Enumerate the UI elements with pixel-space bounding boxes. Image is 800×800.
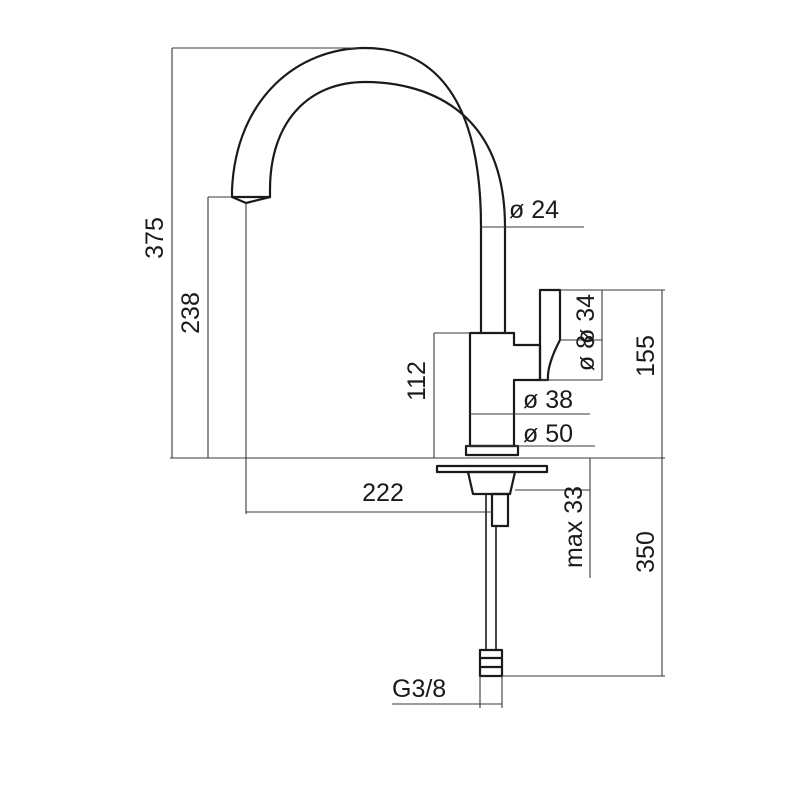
label-total-height: 375 <box>141 217 169 259</box>
label-body-height: 112 <box>403 361 431 401</box>
label-spout-diameter: ø 24 <box>509 196 559 224</box>
mounting-plate <box>435 464 549 474</box>
hose-connector <box>478 648 504 678</box>
base-flange <box>464 444 520 457</box>
label-base-diameter: ø 50 <box>523 420 573 448</box>
faucet-outline <box>230 46 562 678</box>
flexible-hose <box>485 494 497 650</box>
label-body-diameter: ø 38 <box>523 386 573 414</box>
label-handle-diameter: ø 34 <box>572 294 600 344</box>
spout-tube <box>230 46 507 335</box>
threaded-stud <box>490 492 510 528</box>
dimension-labels: 375 238 112 222 ø 24 ø 34 ø 8 ø 38 ø 50 … <box>141 196 660 703</box>
label-max-deck-thickness: max 33 <box>560 486 588 568</box>
fixing-nut <box>466 470 517 496</box>
label-hose-length: 350 <box>632 531 660 573</box>
label-handle-height: 155 <box>632 335 660 377</box>
label-connection-thread: G3/8 <box>392 675 446 703</box>
label-spout-reach: 222 <box>362 479 404 507</box>
dimension-lines <box>170 47 665 708</box>
lever-handle <box>538 288 562 382</box>
label-handle-gap: ø 8 <box>572 335 600 371</box>
label-spout-height: 238 <box>177 292 205 334</box>
